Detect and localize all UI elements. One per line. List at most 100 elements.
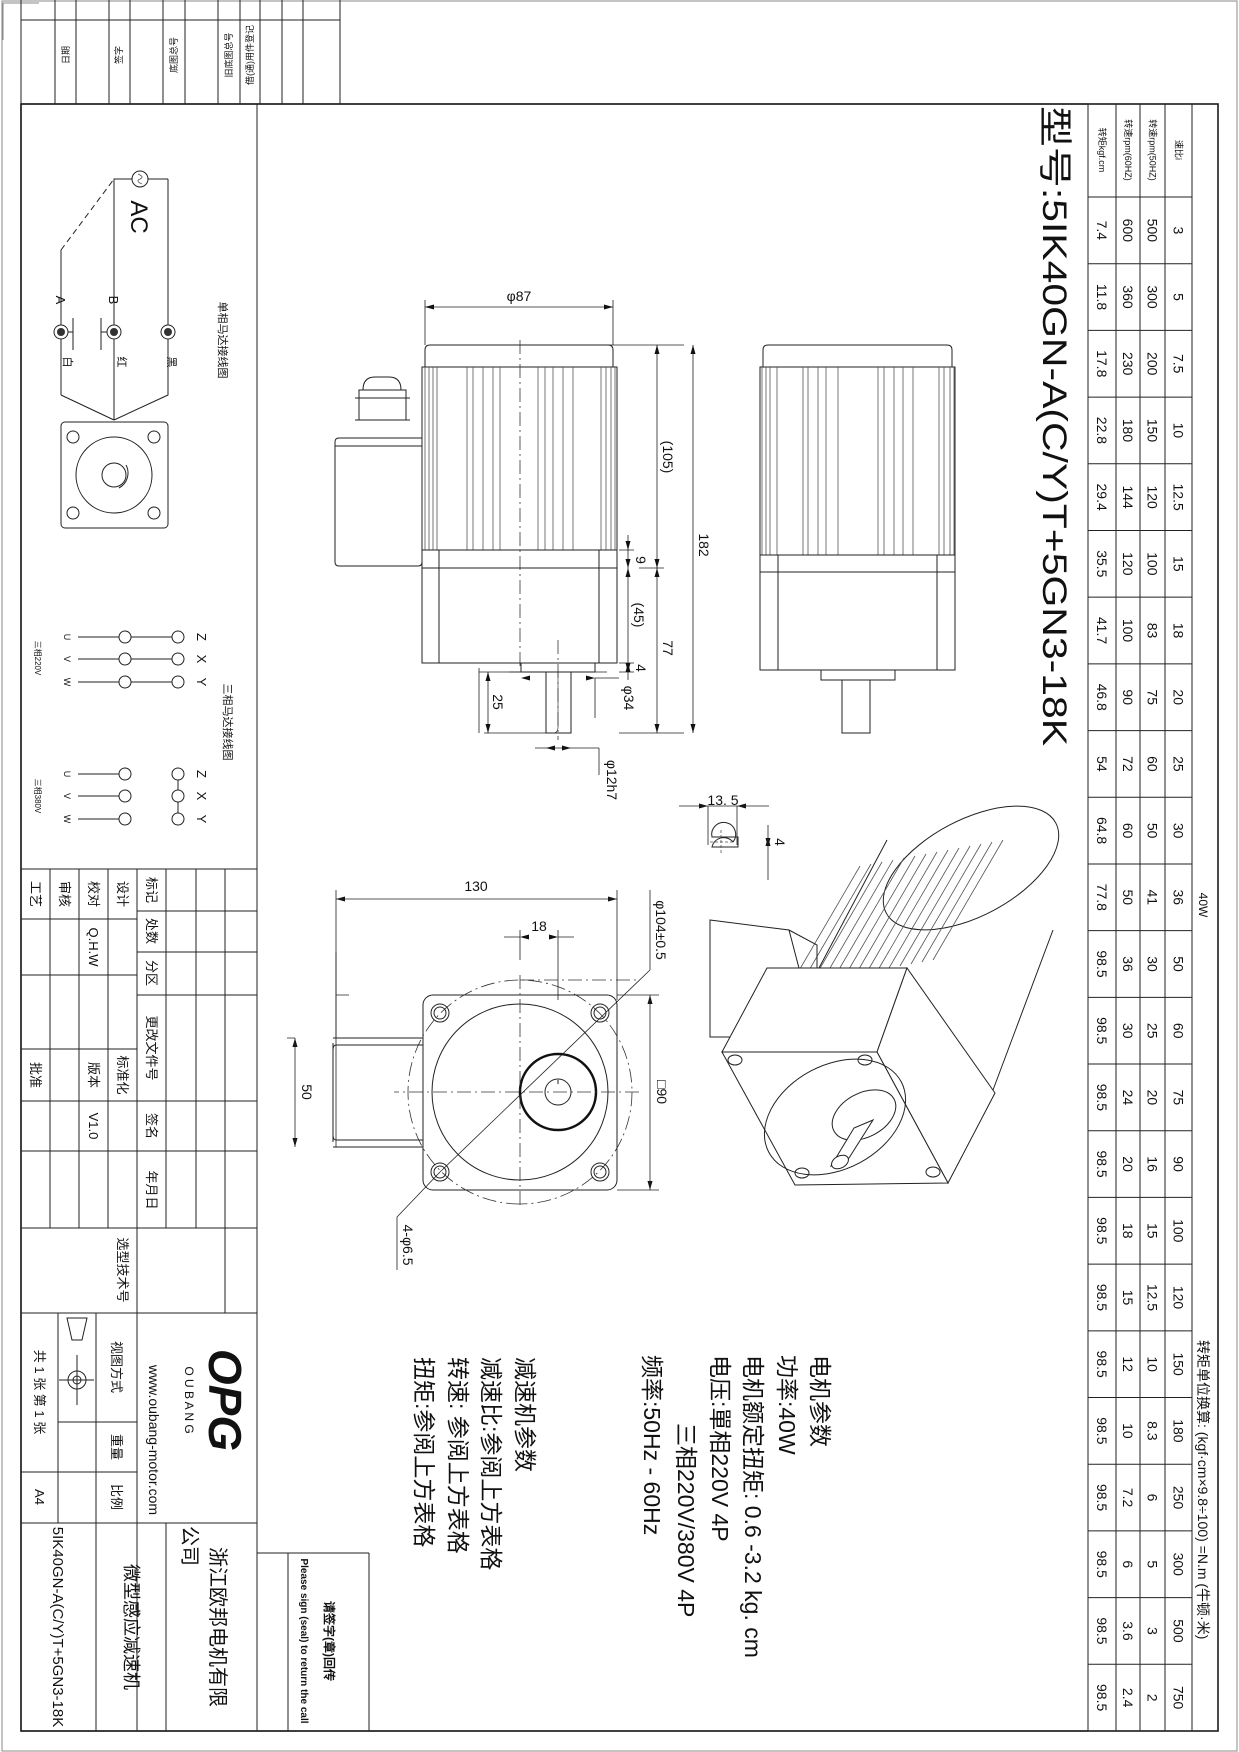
- dim-arrow: [654, 724, 660, 733]
- table-cell-rpm60: 36: [1120, 956, 1136, 972]
- table-cell-rpm50: 12.5: [1145, 1284, 1161, 1311]
- table-cell-rpm50: 100: [1145, 552, 1161, 576]
- table-cell-rpm60: 10: [1120, 1423, 1136, 1439]
- table-cell-rpm50: 3: [1145, 1627, 1161, 1635]
- strip-borrow-reg: 借(通)用件登记: [244, 25, 255, 85]
- single-phase-wiring: AC A B 白 红 黑 单相马达接线图: [53, 170, 230, 529]
- tb-view-method: 视图方式: [109, 1341, 124, 1393]
- leader-holes: [396, 1171, 441, 1270]
- phase-label-zxy: Z: [194, 770, 209, 778]
- table-cell-rpm50: 20: [1145, 1090, 1161, 1106]
- tb-selection-no: 选型技术号: [115, 1237, 130, 1302]
- gearbox: [421, 549, 618, 664]
- table-cell-rpm60: 360: [1120, 285, 1136, 309]
- signature-box: 请签字(章)回传 Please sign (seal) to return th…: [257, 1552, 370, 1731]
- iso-fin-line: [877, 849, 949, 971]
- iso-motor-silhouette: [818, 839, 1054, 1091]
- tb-checker: Q.H.W: [86, 928, 101, 968]
- terminal-circle: [171, 652, 185, 666]
- table-cell-ratios: 50: [1171, 956, 1187, 972]
- dim-lines-detail: [679, 805, 769, 880]
- table-cell-rpm50: 25: [1145, 1023, 1161, 1039]
- capacitor-icon: [61, 318, 114, 350]
- table-cell-rpm60: 230: [1120, 352, 1136, 376]
- phase-label: V: [62, 793, 72, 799]
- table-cell-rpm60: 2.4: [1120, 1688, 1136, 1708]
- tb-scale: 比例: [109, 1484, 124, 1510]
- dim-arrow: [625, 663, 631, 672]
- logo-subtitle: O U B A N G: [182, 1366, 196, 1433]
- iso-fin-line: [833, 857, 905, 979]
- terminal-circle: [171, 812, 185, 826]
- dim-arrow: [625, 541, 631, 550]
- motor-voltage: 电压:單相220V 4P: [707, 1355, 733, 1542]
- tb-review: 审核: [57, 881, 72, 907]
- dim-d104: φ104±0.5: [653, 900, 669, 960]
- terminals: [53, 324, 176, 340]
- table-cell-rpm60: 20: [1120, 1156, 1136, 1172]
- table-cell-ratios: 36: [1171, 890, 1187, 906]
- table-cell-ratios: 5: [1171, 293, 1187, 301]
- phase-label: W: [62, 678, 72, 687]
- dim-45: (45): [631, 603, 647, 628]
- phase-label: U: [62, 771, 72, 778]
- table-cell-torque: 98.5: [1094, 1684, 1110, 1711]
- strip-old-base-no: 旧底图总号: [223, 32, 234, 77]
- table-cell-rpm50: 16: [1145, 1156, 1161, 1172]
- iso-fin-line: [910, 843, 982, 965]
- table-cell-torque: 17.8: [1094, 350, 1110, 377]
- iso-fin-line: [822, 859, 894, 981]
- dim-4-key: 4: [772, 838, 788, 846]
- table-cell-rpm50: 75: [1145, 689, 1161, 705]
- shaft-section: [711, 821, 739, 848]
- table-cell-rpm50: 15: [1145, 1223, 1161, 1239]
- table-row-header: 转矩kgf.cm: [1097, 128, 1108, 173]
- table-cell-rpm60: 15: [1120, 1290, 1136, 1306]
- dim-77: 77: [660, 640, 676, 656]
- shaft-key: [552, 672, 559, 734]
- table-cell-torque: 29.4: [1094, 484, 1110, 511]
- table-cell-torque: 64.8: [1094, 817, 1110, 844]
- motor-face-icon: [60, 421, 169, 529]
- company-name-2: 公司: [178, 1526, 200, 1566]
- dim-arrow: [586, 675, 595, 681]
- table-cell-ratios: 250: [1171, 1486, 1187, 1510]
- iso-fin-line: [921, 841, 993, 963]
- company-website[interactable]: www.oubang-motor.com: [146, 1364, 162, 1515]
- table-cell-torque: 77.8: [1094, 884, 1110, 911]
- phase-label-zxy: X: [194, 792, 209, 801]
- dim-d12h7: φ12h7: [604, 760, 620, 800]
- tb-change-doc: 更改文件号: [144, 1015, 159, 1080]
- cable-gland: [355, 376, 410, 439]
- tb-approve: 批准: [28, 1062, 43, 1088]
- table-cell-rpm60: 50: [1120, 890, 1136, 906]
- tb-sheets: 共 1 张 第 1 张: [32, 1350, 47, 1435]
- table-cell-ratios: 150: [1171, 1352, 1187, 1376]
- terminal-circle: [171, 675, 185, 689]
- dim-line-d12: [484, 732, 600, 775]
- table-cell-torque: 98.5: [1094, 1217, 1110, 1244]
- table-cell-ratios: 3: [1171, 226, 1187, 234]
- dim-arrow: [604, 304, 613, 310]
- side-output-boss: [820, 669, 896, 681]
- reducer-heading: 减速机参数: [512, 1357, 538, 1472]
- cooling-fins: [424, 367, 616, 550]
- tb-version: V1.0: [86, 1113, 101, 1140]
- table-cell-rpm60: 60: [1120, 823, 1136, 839]
- table-cell-ratios: 20: [1171, 689, 1187, 705]
- leader-d104: [439, 890, 651, 1173]
- tb-count: 处数: [144, 918, 159, 944]
- table-cell-torque: 98.5: [1094, 1417, 1110, 1444]
- table-cell-torque: 35.5: [1094, 550, 1110, 577]
- table-cell-torque: 98.5: [1094, 1484, 1110, 1511]
- v380-label: 三相380V: [33, 779, 43, 814]
- tb-paper: A4: [32, 1489, 47, 1505]
- three-phase-title: 三相马达接线图: [221, 684, 235, 761]
- iso-fin-line: [932, 839, 1004, 961]
- table-cell-torque: 41.7: [1094, 617, 1110, 644]
- black-wire-label: 黑: [165, 357, 178, 368]
- ac-label: AC: [125, 200, 152, 233]
- table-cell-rpm60: 90: [1120, 689, 1136, 705]
- table-cell-rpm60: 144: [1120, 485, 1136, 509]
